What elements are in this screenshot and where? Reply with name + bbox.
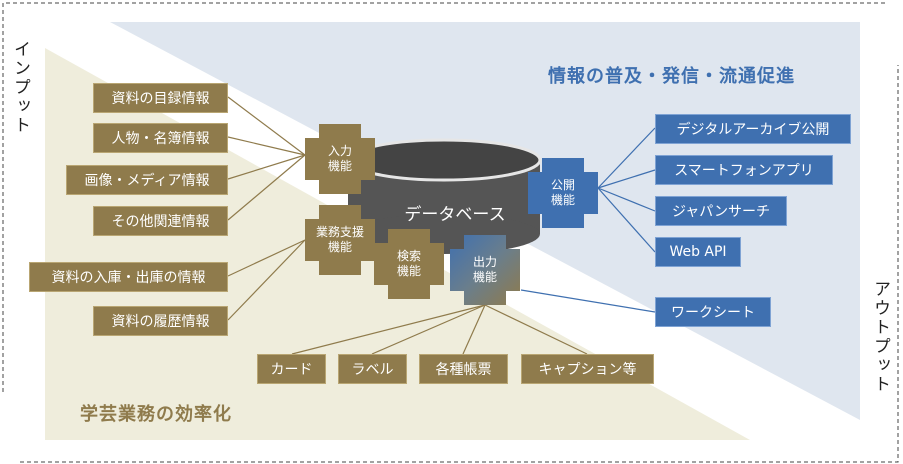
publish-function-line1: 公開 [550, 178, 575, 192]
input-item-other: その他関連情報 [93, 206, 228, 236]
support-item-storage: 資料の入庫・出庫の情報 [29, 262, 228, 292]
publish-item-smartphone-app: スマートフォンアプリ [655, 155, 833, 185]
publish-function-line2: 機能 [550, 193, 575, 207]
input-item-media: 画像・メディア情報 [66, 165, 228, 195]
output-item-card: カード [257, 354, 326, 384]
database-cylinder [346, 138, 542, 254]
efficiency-area-title: 学芸業務の効率化 [80, 404, 232, 425]
gold-connectors [227, 96, 588, 355]
input-function-line2: 機能 [327, 159, 352, 173]
publish-item-japan-search: ジャパンサーチ [655, 196, 787, 226]
output-side-label: アウトプット [870, 280, 890, 394]
output-item-label: ラベル [338, 354, 407, 384]
database-label: データベース [404, 205, 506, 225]
output-function-line1: 出力 [472, 255, 497, 269]
publish-area-title: 情報の普及・発信・流通促進 [548, 66, 795, 87]
input-item-people: 人物・名簿情報 [93, 123, 228, 153]
search-function-line1: 検索 [396, 249, 421, 263]
business-support-function-line2: 機能 [327, 240, 352, 254]
publish-item-digital-archive: デジタルアーカイブ公開 [655, 114, 851, 144]
input-item-catalog: 資料の目録情報 [93, 83, 228, 113]
input-dashed-frame [2, 2, 888, 392]
business-support-function-line1: 業務支援 [315, 225, 364, 239]
worksheet-item: ワークシート [655, 297, 771, 327]
output-function-line2: 機能 [472, 270, 497, 284]
output-item-caption: キャプション等 [521, 354, 654, 384]
output-dashed-frame [20, 65, 899, 463]
publish-item-web-api: Web API [655, 237, 741, 267]
search-function-line2: 機能 [396, 264, 421, 278]
input-function-line1: 入力 [327, 144, 352, 158]
blue-connectors [520, 127, 656, 313]
support-item-history: 資料の履歴情報 [93, 306, 228, 336]
input-side-label: インプット [10, 40, 30, 135]
output-item-forms: 各種帳票 [419, 354, 508, 384]
